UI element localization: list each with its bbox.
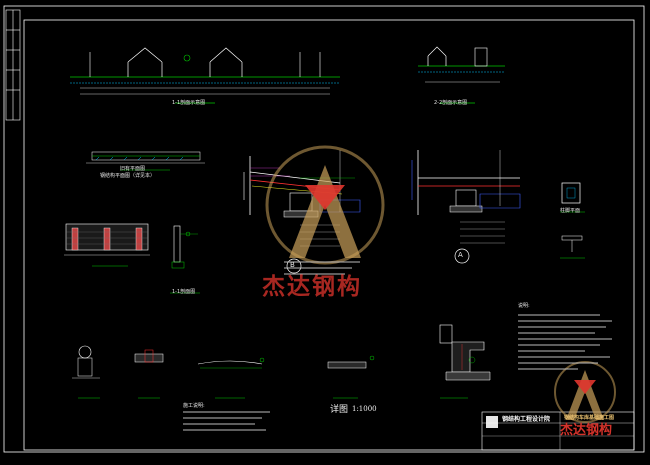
- lower-detail-3[interactable]: [197, 357, 265, 399]
- outer-border: [3, 5, 645, 453]
- column-plan-caption: 柱脚平面: [560, 208, 581, 214]
- inner-border: [23, 19, 635, 451]
- bottom-notes-heading: 施工说明:: [183, 403, 205, 409]
- watermark-brand-center: 杰达钢构: [262, 274, 362, 300]
- lower-detail-2[interactable]: [134, 349, 164, 399]
- marker-b: B: [290, 261, 295, 269]
- section-2-2[interactable]: [418, 46, 505, 104]
- title-block-drawing-name: 钢结构车库基础施工图: [564, 415, 615, 421]
- title-block[interactable]: [481, 411, 635, 451]
- canopy-detail-a[interactable]: [411, 150, 521, 264]
- binding-strip: [5, 9, 21, 121]
- brand-logo-corner: [554, 361, 616, 423]
- notes-heading: 说明:: [518, 303, 530, 309]
- lower-detail-4[interactable]: [327, 355, 375, 399]
- wall-section-detail[interactable]: [170, 225, 200, 294]
- watermark-brand-corner: 杰达钢构: [560, 423, 613, 438]
- retaining-wall-detail[interactable]: [439, 324, 491, 399]
- section-2-2-title: 2-2剖面示意图: [434, 100, 468, 106]
- lower-detail-1[interactable]: [72, 345, 100, 399]
- brick-wall-elevation[interactable]: [64, 223, 150, 267]
- plan-caption-1: 旧有平面图: [120, 166, 146, 172]
- section-1-1[interactable]: [70, 47, 340, 104]
- section-1-1-title: 1-1剖面示意图: [172, 100, 206, 106]
- column-base-plan[interactable]: [560, 182, 585, 259]
- detail-scale: 1:1000: [352, 405, 377, 413]
- detail-title: 详图: [330, 405, 349, 415]
- side-elevation-caption: 1-1剖面图: [172, 289, 196, 295]
- title-block-company: 钢结构工程设计院: [502, 416, 551, 423]
- plan-strip-detail[interactable]: [86, 151, 205, 171]
- marker-a: A: [458, 251, 463, 259]
- plan-caption-2: 钢结构平面图（详见本）: [100, 173, 156, 179]
- brand-logo-center: [265, 145, 385, 265]
